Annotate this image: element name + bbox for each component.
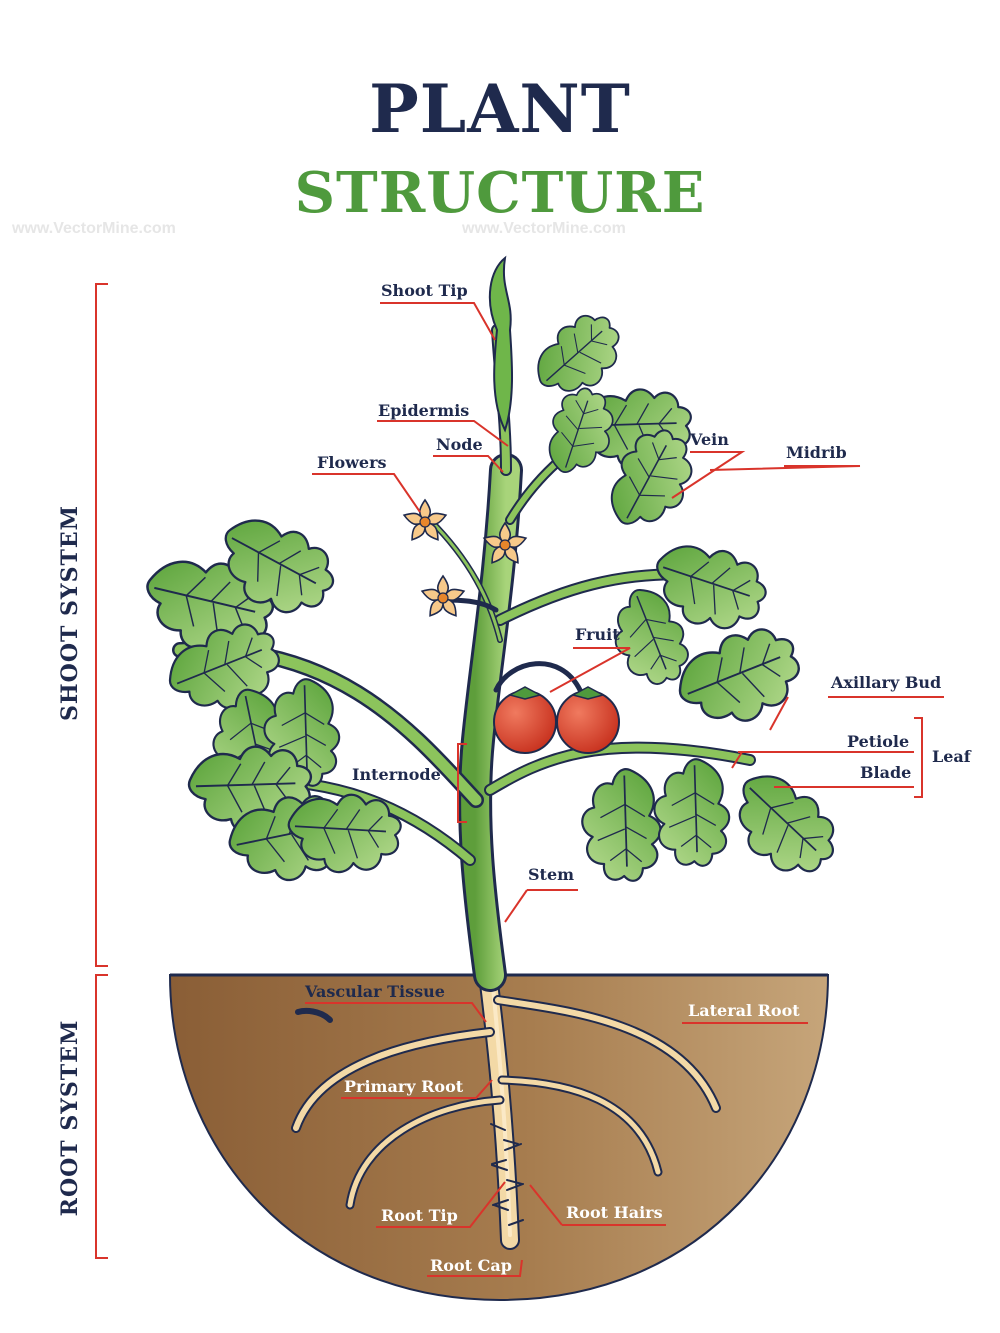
label-leaf: Leaf — [932, 747, 971, 766]
watermark: www.VectorMine.com — [462, 220, 626, 237]
shoot-tip — [488, 255, 514, 433]
label-epidermis: Epidermis — [378, 401, 470, 420]
title-plant: PLANT — [369, 70, 631, 148]
label-stem: Stem — [528, 865, 575, 884]
label-primary-root: Primary Root — [344, 1077, 464, 1096]
roots — [291, 965, 721, 1250]
root-system-label: ROOT SYSTEM — [57, 1019, 83, 1217]
label-vascular-tissue: Vascular Tissue — [305, 982, 445, 1001]
label-flowers: Flowers — [317, 453, 387, 472]
title-structure: STRUCTURE — [294, 160, 706, 226]
label-root-hairs: Root Hairs — [566, 1203, 663, 1222]
label-shoot-tip: Shoot Tip — [381, 281, 468, 300]
shoot-system-label: SHOOT SYSTEM — [57, 504, 83, 721]
label-vein: Vein — [690, 430, 729, 449]
shoot-system-bracket — [95, 283, 108, 967]
label-midrib: Midrib — [786, 443, 847, 462]
label-petiole: Petiole — [847, 732, 910, 751]
label-node: Node — [436, 435, 483, 454]
label-lateral-root: Lateral Root — [688, 1001, 800, 1020]
label-root-tip: Root Tip — [381, 1206, 458, 1225]
label-axillary-bud: Axillary Bud — [831, 673, 942, 692]
label-fruit: Fruit — [575, 625, 620, 644]
label-root-cap: Root Cap — [430, 1256, 512, 1275]
leader-lines — [305, 302, 944, 1277]
root-system-bracket — [95, 974, 108, 1259]
fruits — [493, 686, 620, 754]
watermark: www.VectorMine.com — [12, 220, 176, 237]
label-blade: Blade — [860, 763, 912, 782]
label-internode: Internode — [352, 765, 441, 784]
